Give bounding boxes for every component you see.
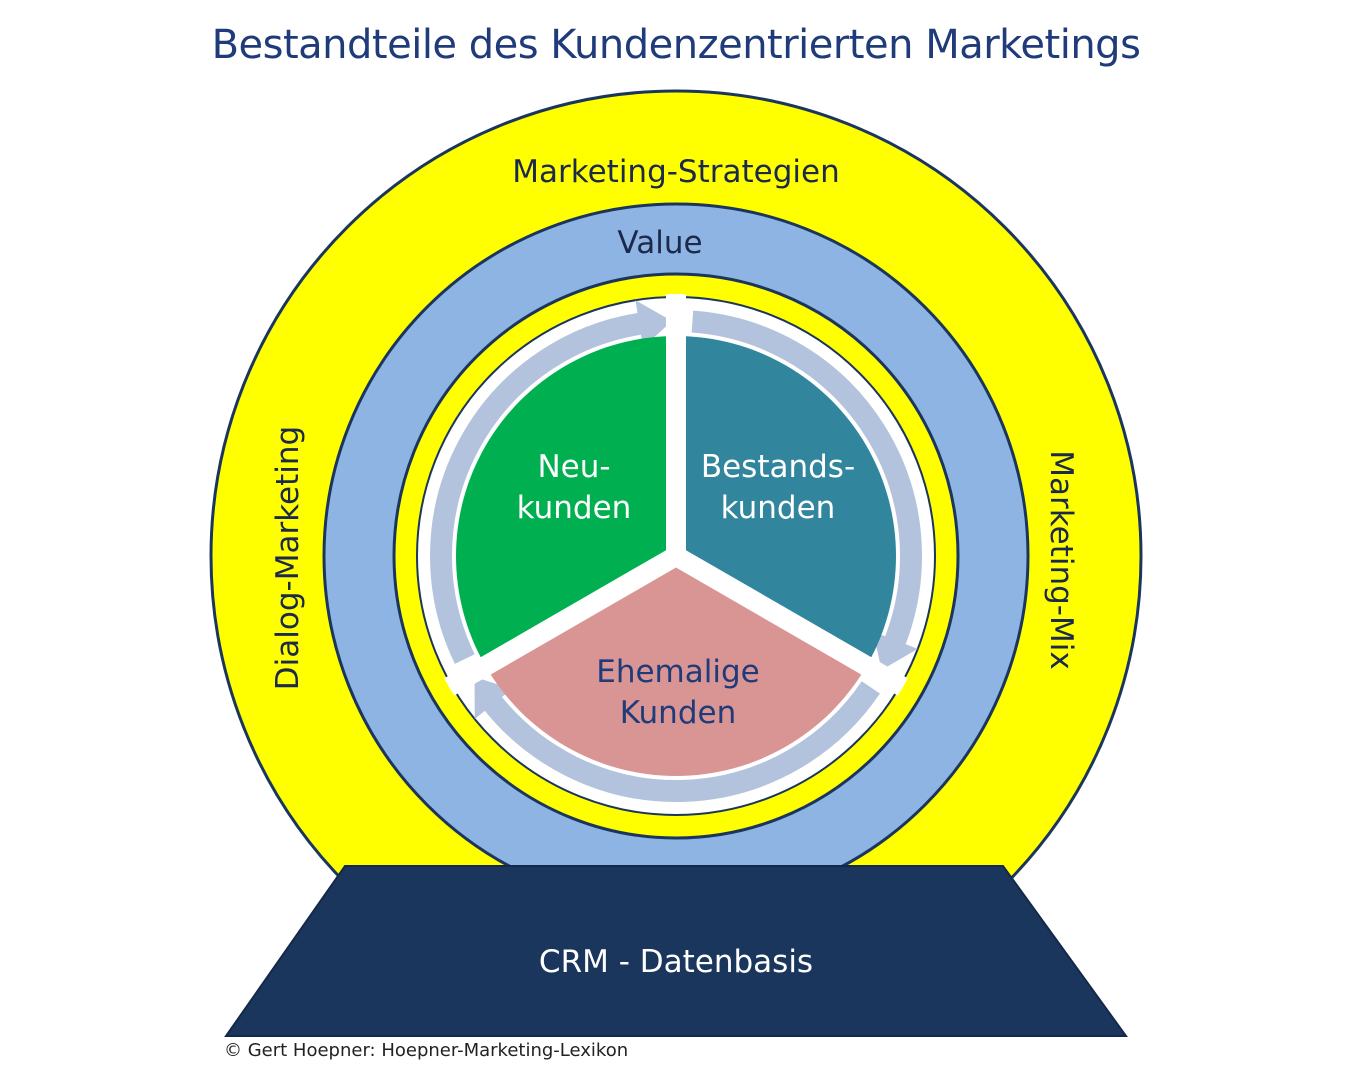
cycle-arrows [430,300,922,802]
cycle-arrow-arc-1 [691,310,922,649]
segment-ehemalige-kunden [485,556,867,776]
label-marketing-strategien: Marketing-Strategien [512,154,840,190]
diagram-title: Bestandteile des Kundenzentrierten Marke… [211,22,1141,68]
segment-separators [444,294,908,696]
cycle-arrowhead-1 [872,631,918,670]
label-ehemalige-line1: Ehemalige [596,654,759,690]
cycle-arrow-arc-2 [482,681,880,802]
cycle-arrowhead-3 [635,300,672,348]
label-neukunden-line2: kunden [517,490,632,526]
copyright-note: © Gert Hoepner: Hoepner-Marketing-Lexiko… [224,1040,629,1061]
label-dialog-marketing: Dialog-Marketing [270,426,306,690]
base-crm-datenbasis [224,865,1128,1037]
label-value: Value [617,225,702,261]
label-bestandskunden-line2: kunden [721,490,836,526]
cycle-arrow-arc-3 [430,312,645,664]
label-neukunden-line1: Neu- [537,449,610,485]
label-marketing-mix: Marketing-Mix [1043,450,1079,669]
label-crm-datenbasis: CRM - Datenbasis [539,944,813,980]
separator-line-2 [671,547,908,696]
label-bestandskunden-line1: Bestands- [701,449,855,485]
label-ehemalige-line2: Kunden [620,695,736,731]
separator-line-3 [444,547,682,696]
